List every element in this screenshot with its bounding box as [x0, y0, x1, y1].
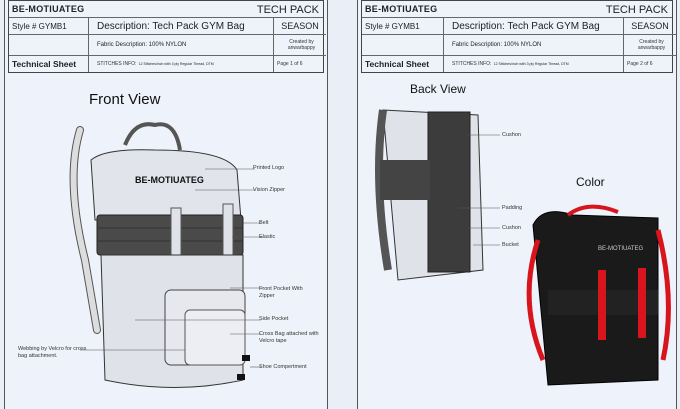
label-bucket: Bucket	[502, 242, 519, 248]
label-belt: Belt	[259, 220, 269, 226]
label-front-pocket: Front Pocket With Zipper	[259, 286, 303, 299]
back-and-color-drawing: BE-MOTIUATEG	[375, 109, 671, 386]
back-view-title: Back View	[410, 82, 466, 96]
stitches-detail: 12 Stitches/inch with 3 ply Regular Thre…	[493, 62, 569, 66]
season: SEASON	[624, 18, 676, 35]
description: Description: Tech Pack GYM Bag	[89, 18, 274, 35]
label-elastic: Elastic	[259, 234, 276, 240]
stitches-info: STITCHES INFO: 12 Stitches/inch with 3 p…	[444, 56, 624, 72]
label-cushon-bottom: Cushon	[502, 225, 521, 231]
label-side-pocket: Side Pocket	[259, 316, 289, 322]
season: SEASON	[274, 18, 326, 35]
tech-pack-label: TECH PACK	[605, 4, 668, 16]
front-view-backpack-drawing: BE-MOTIUATEG	[69, 122, 263, 388]
created-by: Created by anwarbappy	[274, 35, 326, 56]
empty-cell	[362, 35, 444, 56]
page-number: Page 2 of 6	[627, 61, 653, 67]
color-logo: BE-MOTIUATEG	[598, 246, 644, 252]
header-table: BE-MOTIUATEG TECH PACK Style # GYMB1 Des…	[8, 0, 326, 73]
label-cross-bag: Cross Bag attached with Velcro tape	[259, 331, 319, 344]
color-title: Color	[576, 175, 605, 189]
brand-name: BE-MOTIUATEG	[9, 1, 323, 18]
style-number: Style # GYMB1	[362, 18, 444, 35]
stitches-detail: 12 Stitches/inch with 3 ply Regular Thre…	[138, 62, 214, 66]
page-number: Page 1 of 6	[277, 61, 303, 67]
label-shoe-compartment: Shoe Compertment	[259, 364, 307, 370]
description: Description: Tech Pack GYM Bag	[444, 18, 624, 35]
style-number: Style # GYMB1	[9, 18, 89, 35]
label-printed-logo: Printed Logo	[253, 165, 285, 171]
empty-cell	[9, 35, 89, 56]
tech-pack-page-2: BE-MOTIUATEG TECH PACK Style # GYMB1 Des…	[357, 0, 677, 409]
tech-pack-page-1: BE-MOTIUATEG TECH PACK Style # GYMB1 Des…	[4, 0, 328, 409]
stitches-label: STITCHES INFO:	[452, 61, 492, 67]
label-vision-zipper: Vision Zipper	[253, 187, 285, 193]
technical-sheet: Technical Sheet	[362, 56, 444, 72]
fabric-description: Fabric Description: 100% NYLON	[444, 35, 624, 56]
label-webbing: Webbing by Velcro for cross bag attachme…	[18, 346, 87, 359]
stitches-info: STITCHES INFO: 12 Stitches/inch with 3 p…	[89, 56, 274, 72]
fabric-description: Fabric Description: 100% NYLON	[89, 35, 274, 56]
brand-name: BE-MOTIUATEG	[362, 1, 672, 18]
label-cushon-top: Cushon	[502, 132, 521, 138]
printed-logo: BE-MOTIUATEG	[135, 175, 204, 185]
label-padding: Padding	[502, 205, 523, 211]
front-view-title: Front View	[89, 91, 161, 108]
tech-pack-label: TECH PACK	[256, 4, 319, 16]
header-table: BE-MOTIUATEG TECH PACK Style # GYMB1 Des…	[361, 0, 676, 73]
technical-sheet: Technical Sheet	[9, 56, 89, 72]
created-by: Created by anwarbappy	[624, 35, 676, 56]
stitches-label: STITCHES INFO:	[97, 61, 137, 67]
